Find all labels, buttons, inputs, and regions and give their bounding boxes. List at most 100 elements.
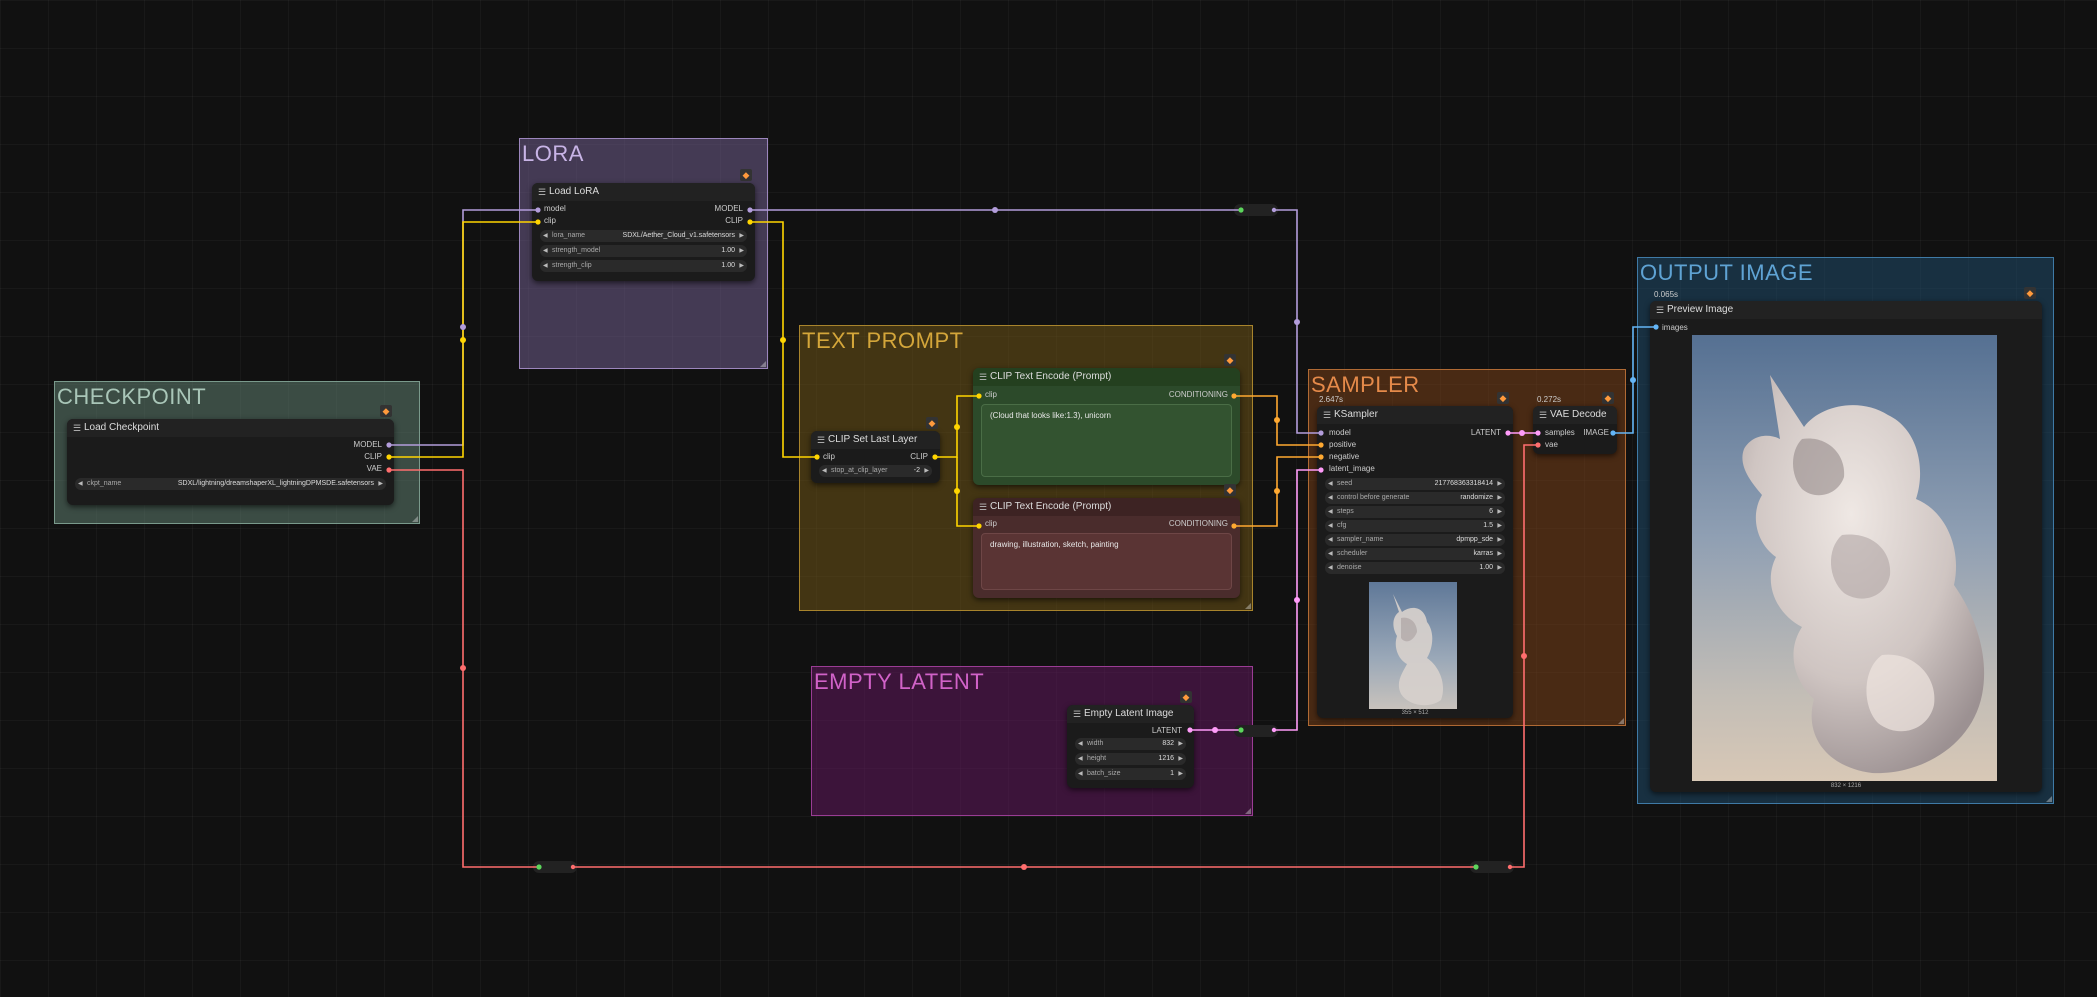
node-header[interactable]: ☰ VAE Decode xyxy=(1533,406,1617,424)
fox-icon[interactable]: ◆ xyxy=(1224,354,1236,366)
node-header[interactable]: ☰ Preview Image xyxy=(1650,301,2042,319)
fox-icon[interactable]: ◆ xyxy=(1602,392,1614,404)
seed-number[interactable]: ◀ seed 217768363318414 ▶ xyxy=(1325,478,1505,490)
arrow-right-icon[interactable]: ▶ xyxy=(739,248,744,254)
menu-icon[interactable]: ☰ xyxy=(817,435,826,445)
arrow-right-icon[interactable]: ▶ xyxy=(1178,756,1183,762)
arrow-right-icon[interactable]: ▶ xyxy=(1497,495,1502,501)
strength-model-number[interactable]: ◀ strength_model 1.00 ▶ xyxy=(540,245,747,257)
denoise-number[interactable]: ◀ denoise 1.00 ▶ xyxy=(1325,562,1505,574)
node-clip-set-last-layer[interactable]: ☰ CLIP Set Last Layer clip CLIP ◀ stop_a… xyxy=(811,431,940,483)
arrow-right-icon[interactable]: ▶ xyxy=(378,481,383,487)
node-load-lora[interactable]: ☰ Load LoRA model MODEL clip CLIP ◀ lora… xyxy=(532,183,755,281)
menu-icon[interactable]: ☰ xyxy=(538,187,547,197)
arrow-right-icon[interactable]: ▶ xyxy=(739,263,744,269)
menu-icon[interactable]: ☰ xyxy=(1656,305,1665,315)
fox-icon[interactable]: ◆ xyxy=(1497,392,1509,404)
node-clip-text-encode-positive[interactable]: ☰ CLIP Text Encode (Prompt) clip CONDITI… xyxy=(973,368,1240,485)
steps-number[interactable]: ◀ steps 6 ▶ xyxy=(1325,506,1505,518)
height-number[interactable]: ◀ height 1216 ▶ xyxy=(1075,753,1186,765)
node-header[interactable]: ☰ CLIP Text Encode (Prompt) xyxy=(973,368,1240,386)
arrow-right-icon[interactable]: ▶ xyxy=(1497,565,1502,571)
menu-icon[interactable]: ☰ xyxy=(73,423,82,433)
arrow-right-icon[interactable]: ▶ xyxy=(1497,551,1502,557)
node-vae-decode[interactable]: ☰ VAE Decode samples IMAGE vae xyxy=(1533,406,1617,454)
input-positive[interactable]: positive xyxy=(1329,440,1357,449)
input-vae[interactable]: vae xyxy=(1545,440,1558,449)
arrow-left-icon[interactable]: ◀ xyxy=(78,481,83,487)
input-clip[interactable]: clip xyxy=(985,390,998,399)
arrow-right-icon[interactable]: ▶ xyxy=(1497,523,1502,529)
output-conditioning[interactable]: CONDITIONING xyxy=(1168,519,1228,528)
menu-icon[interactable]: ☰ xyxy=(1539,410,1548,420)
group-resize-handle[interactable] xyxy=(1245,808,1251,814)
scheduler-combo[interactable]: ◀ scheduler karras ▶ xyxy=(1325,548,1505,560)
arrow-left-icon[interactable]: ◀ xyxy=(1328,509,1333,515)
node-header[interactable]: ☰ KSampler xyxy=(1317,406,1513,424)
node-header[interactable]: ☰ CLIP Set Last Layer xyxy=(811,431,940,449)
cfg-number[interactable]: ◀ cfg 1.5 ▶ xyxy=(1325,520,1505,532)
arrow-left-icon[interactable]: ◀ xyxy=(1328,523,1333,529)
input-model[interactable]: model xyxy=(544,204,566,213)
arrow-left-icon[interactable]: ◀ xyxy=(543,263,548,269)
reroute-node[interactable] xyxy=(1470,861,1514,873)
fox-icon[interactable]: ◆ xyxy=(2024,287,2036,299)
ckpt-name-combo[interactable]: ◀ ckpt_name SDXL/lightning/dreamshaperXL… xyxy=(75,478,386,490)
input-clip[interactable]: clip xyxy=(544,216,557,225)
fox-icon[interactable]: ◆ xyxy=(1180,691,1192,703)
sampler-name-combo[interactable]: ◀ sampler_name dpmpp_sde ▶ xyxy=(1325,534,1505,546)
batch-size-number[interactable]: ◀ batch_size 1 ▶ xyxy=(1075,768,1186,780)
input-negative[interactable]: negative xyxy=(1329,452,1360,461)
arrow-right-icon[interactable]: ▶ xyxy=(1178,741,1183,747)
arrow-right-icon[interactable]: ▶ xyxy=(924,468,929,474)
prompt-textarea[interactable]: drawing, illustration, sketch, painting xyxy=(981,533,1232,590)
output-vae[interactable]: VAE xyxy=(366,464,382,473)
fox-icon[interactable]: ◆ xyxy=(1224,484,1236,496)
arrow-left-icon[interactable]: ◀ xyxy=(1328,481,1333,487)
node-header[interactable]: ☰ Load LoRA xyxy=(532,183,755,201)
menu-icon[interactable]: ☰ xyxy=(979,372,988,382)
menu-icon[interactable]: ☰ xyxy=(979,502,988,512)
node-header[interactable]: ☰ Load Checkpoint xyxy=(67,419,394,437)
output-clip[interactable]: CLIP xyxy=(725,216,743,225)
lora-name-combo[interactable]: ◀ lora_name SDXL/Aether_Cloud_v1.safeten… xyxy=(540,230,747,242)
output-image[interactable]: IMAGE xyxy=(1583,428,1609,437)
arrow-left-icon[interactable]: ◀ xyxy=(1328,565,1333,571)
group-resize-handle[interactable] xyxy=(760,361,766,367)
fox-icon[interactable]: ◆ xyxy=(740,169,752,181)
output-conditioning[interactable]: CONDITIONING xyxy=(1168,390,1228,399)
node-clip-text-encode-negative[interactable]: ☰ CLIP Text Encode (Prompt) clip CONDITI… xyxy=(973,498,1240,598)
arrow-left-icon[interactable]: ◀ xyxy=(543,233,548,239)
group-resize-handle[interactable] xyxy=(412,516,418,522)
width-number[interactable]: ◀ width 832 ▶ xyxy=(1075,738,1186,750)
arrow-right-icon[interactable]: ▶ xyxy=(1178,771,1183,777)
reroute-node[interactable] xyxy=(1234,204,1278,216)
arrow-left-icon[interactable]: ◀ xyxy=(1328,495,1333,501)
arrow-left-icon[interactable]: ◀ xyxy=(543,248,548,254)
node-empty-latent-image[interactable]: ☰ Empty Latent Image LATENT ◀ width 832 … xyxy=(1067,705,1194,788)
output-clip[interactable]: CLIP xyxy=(910,452,928,461)
node-header[interactable]: ☰ Empty Latent Image xyxy=(1067,705,1194,723)
output-model[interactable]: MODEL xyxy=(353,440,382,449)
node-header[interactable]: ☰ CLIP Text Encode (Prompt) xyxy=(973,498,1240,516)
fox-icon[interactable]: ◆ xyxy=(926,417,938,429)
input-clip[interactable]: clip xyxy=(823,452,836,461)
input-latent-image[interactable]: latent_image xyxy=(1329,464,1375,473)
arrow-right-icon[interactable]: ▶ xyxy=(739,233,744,239)
reroute-node[interactable] xyxy=(533,861,577,873)
input-samples[interactable]: samples xyxy=(1545,428,1575,437)
arrow-right-icon[interactable]: ▶ xyxy=(1497,537,1502,543)
strength-clip-number[interactable]: ◀ strength_clip 1.00 ▶ xyxy=(540,260,747,272)
input-clip[interactable]: clip xyxy=(985,519,998,528)
group-resize-handle[interactable] xyxy=(2046,796,2052,802)
output-clip[interactable]: CLIP xyxy=(364,452,382,461)
arrow-left-icon[interactable]: ◀ xyxy=(822,468,827,474)
stop-at-clip-layer-number[interactable]: ◀ stop_at_clip_layer -2 ▶ xyxy=(819,465,932,477)
group-resize-handle[interactable] xyxy=(1618,718,1624,724)
node-load-checkpoint[interactable]: ☰ Load Checkpoint MODEL CLIP VAE ◀ ckpt_… xyxy=(67,419,394,505)
output-latent[interactable]: LATENT xyxy=(1151,726,1182,735)
arrow-left-icon[interactable]: ◀ xyxy=(1328,537,1333,543)
group-resize-handle[interactable] xyxy=(1245,603,1251,609)
output-model[interactable]: MODEL xyxy=(714,204,743,213)
